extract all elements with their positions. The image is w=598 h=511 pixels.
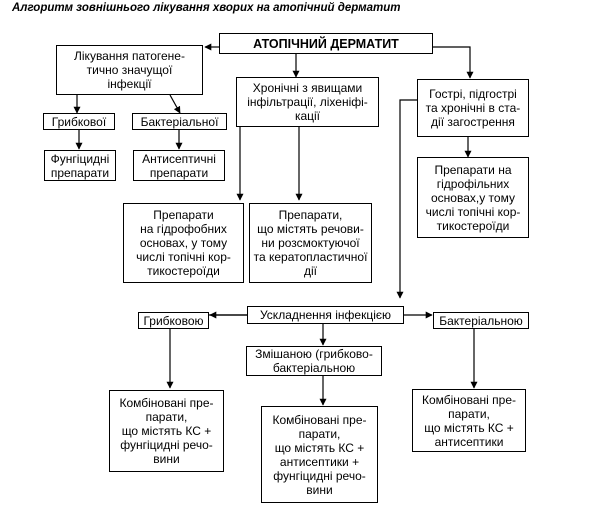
diagram-title: Алгоритм зовнішнього лікування хворих на… <box>12 2 401 14</box>
node-resorptive-drugs: Препарати, що містять речови- ни розсмок… <box>249 203 372 283</box>
node-pathogenic-infection: Лікування патогене- тично значущої інфек… <box>56 45 203 95</box>
node-acute: Гострі, підгострі та хронічні в ста- дії… <box>417 79 529 137</box>
node-atopic-dermatitis: АТОПІЧНИЙ ДЕРМАТИТ <box>219 33 433 54</box>
node-combo-mixed-drugs: Комбіновані пре- парати, що містять КС +… <box>261 406 378 503</box>
arrow-to-bacterial <box>169 94 181 114</box>
node-mixed-infection: Змішаною (грибково- бактеріальною <box>246 346 382 376</box>
node-hydrophobic-drugs: Препарати на гідрофобних основах, у тому… <box>123 203 244 283</box>
arrow-to-complicated <box>396 99 417 299</box>
node-hydrophilic-drugs: Препарати на гідрофільних основах,у тому… <box>417 157 529 238</box>
node-complicated-infection: Ускладнення інфекцією <box>247 306 404 324</box>
node-fungal-infection: Грибковою <box>138 312 209 329</box>
node-bacterial-infection: Бактеріальною <box>433 312 529 329</box>
node-combo-bacterial-drugs: Комбіновані пре- парати, що містять КС +… <box>412 389 526 452</box>
arrow-main-to-acute <box>433 46 474 79</box>
node-combo-fungal-drugs: Комбіновані пре- парати, що містять КС +… <box>109 390 224 472</box>
node-fungal: Грибкової <box>43 113 115 130</box>
node-antifungal-drugs: Фунгіцидні препарати <box>44 150 116 181</box>
node-chronic: Хронічні з явищами інфільтрації, ліхеніф… <box>236 77 379 127</box>
node-bacterial: Бактеріальної <box>132 113 227 130</box>
node-antiseptic-drugs: Антисептичні препарати <box>133 150 225 181</box>
